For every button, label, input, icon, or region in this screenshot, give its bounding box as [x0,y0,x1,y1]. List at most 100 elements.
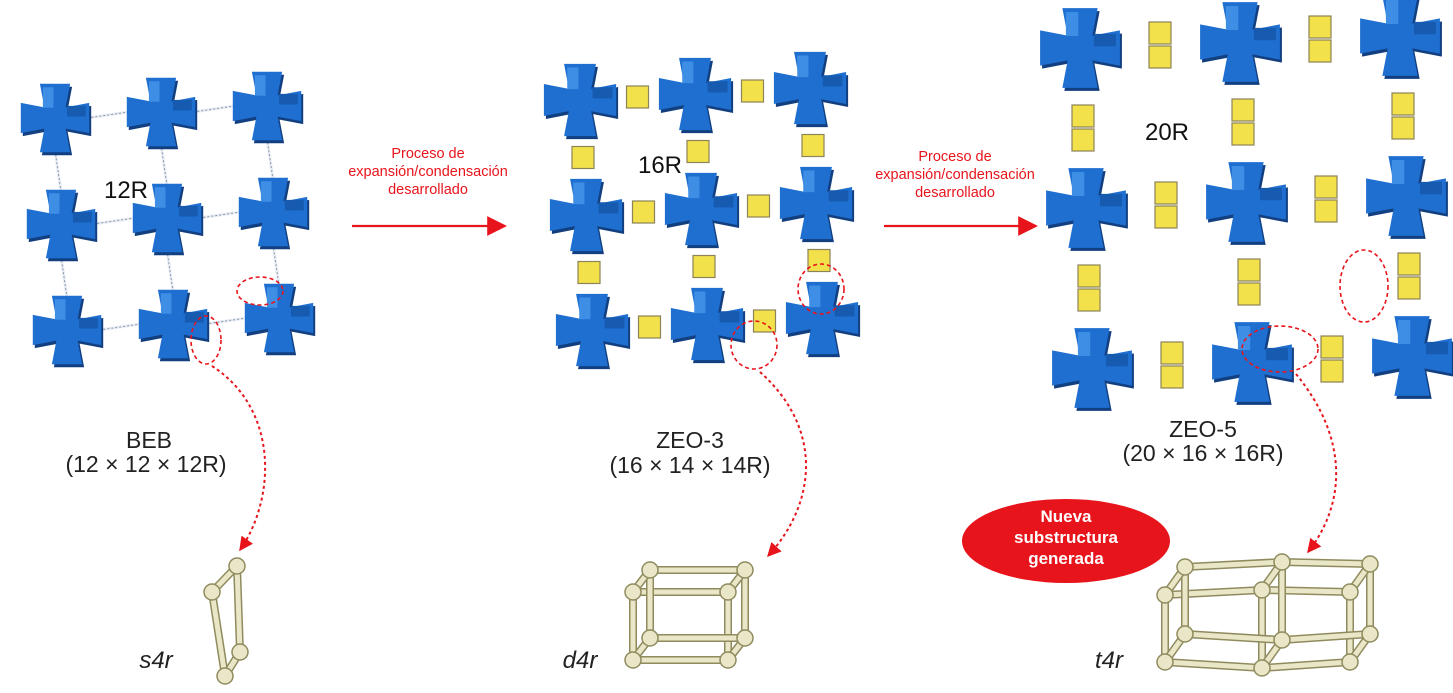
d4r-bridge-unit [807,248,831,273]
d4r-bridge-unit [1154,181,1178,205]
d4r-cage-image [624,561,754,669]
tetra-body [1360,0,1440,76]
d4r-bridge-unit [801,133,825,158]
tetrahedral-unit [238,177,310,250]
tetra-facet [822,75,843,87]
zeo3-highlight-ring-1 [797,263,845,315]
d4r-bridge-unit [686,139,710,164]
tetra-body [132,183,202,253]
tetra-facet [154,187,166,208]
tetra-facet [1425,341,1448,355]
cage-vertex [624,583,642,601]
cage-vertex [203,583,221,601]
cage-vertex [641,561,659,579]
cage-vertex [228,557,246,575]
d4r-bridge-unit [1320,335,1344,359]
tetra-body [779,166,853,240]
tetra-facet [803,170,815,193]
tetrahedral-unit [1046,168,1128,251]
tetra-body [244,283,314,353]
tetrahedral-unit [670,287,746,364]
tetra-facet [682,61,694,84]
zeo3-pore-label: 16R [638,152,682,179]
s4r-label: s4r [139,647,173,674]
zeo3-highlights [730,263,845,370]
tetra-facet [1265,347,1288,361]
t4r-cage-image [1156,553,1379,677]
tetrahedral-unit [549,178,625,255]
tetrahedral-unit [32,295,104,368]
tetra-facet [184,311,204,323]
cage-edge [1182,631,1285,643]
cage-vertex [641,629,659,647]
d4r-bridge-unit [1237,282,1261,306]
tetra-body [1212,322,1292,402]
tetra-body [549,178,623,252]
tetra-facet [1099,193,1122,207]
oxygen-bridge-shade [160,144,168,186]
cage-edge [209,589,228,679]
tetra-facet [148,81,160,102]
tetra-facet [828,190,849,202]
tetrahedral-unit [244,283,316,356]
zeo5-highlights [1241,249,1389,373]
process-arrow-2-line-2: expansión/condensación [875,167,1035,183]
cage-vertex [736,561,754,579]
cage-vertex [1253,659,1271,677]
oxygen-bridge-shade [54,150,62,192]
cage-vertex [1176,625,1194,643]
cage-vertex [624,651,642,669]
tetra-facet [48,193,60,214]
tetrahedral-unit [138,289,210,362]
tetra-facet [579,297,591,320]
tetra-body [543,63,617,137]
cage-vertex [231,643,249,661]
t4r-label: t4r [1095,647,1124,674]
process-arrow-1-line-1: Proceso de [391,146,464,162]
d4r-bridge-unit [1308,15,1332,39]
tetra-facet [1225,6,1239,31]
tetra-facet [809,285,821,308]
tetra-facet [1065,12,1079,37]
cage-vertex [1273,553,1291,571]
d4r-bridge-unit [746,194,771,218]
oxygen-bridge-shade [93,217,135,225]
tetrahedral-unit [126,77,198,150]
tetra-body [26,189,96,259]
tetra-body [238,177,308,247]
tetra-facet [266,287,278,308]
cage-vertex [736,629,754,647]
process-arrow-2: Proceso de expansión/condensación desarr… [875,149,1038,236]
cage-vertex [1341,653,1359,671]
tetra-body [670,287,744,361]
zeo5-name: ZEO-5 [1169,416,1237,442]
d4r-bridge-unit [1077,264,1101,288]
tetrahedral-unit [1052,328,1134,411]
oxygen-bridge-shade [99,323,141,331]
d4r-bridge-unit [1397,276,1421,300]
d4r-bridge-unit [1160,341,1184,365]
cage-edge [1182,559,1285,570]
tetra-facet [1259,187,1282,201]
process-arrow-1: Proceso de expansión/condensación desarr… [348,146,508,236]
tetra-body [1200,2,1280,82]
beb-highlight-ring-2 [190,315,222,365]
tetra-facet [1077,332,1091,357]
oxygen-bridge-shade [193,105,235,113]
process-arrow-2-line-3: desarrollado [915,185,995,201]
tetra-body [1046,168,1126,248]
beb-highlight-ring-1 [236,276,284,306]
d4r-bridge-unit [1148,45,1172,69]
tetra-facet [573,182,585,205]
tetra-facet [688,176,700,199]
tetra-body [773,51,847,125]
tetra-facet [1253,27,1276,41]
d4r-bridge-unit [637,315,662,339]
badge-ellipse [962,499,1170,583]
tetrahedral-unit [1200,2,1282,85]
zeo5-framework-image [1040,0,1453,411]
cage-vertex [1341,583,1359,601]
tetra-facet [834,305,855,317]
tetra-facet [1419,181,1442,195]
